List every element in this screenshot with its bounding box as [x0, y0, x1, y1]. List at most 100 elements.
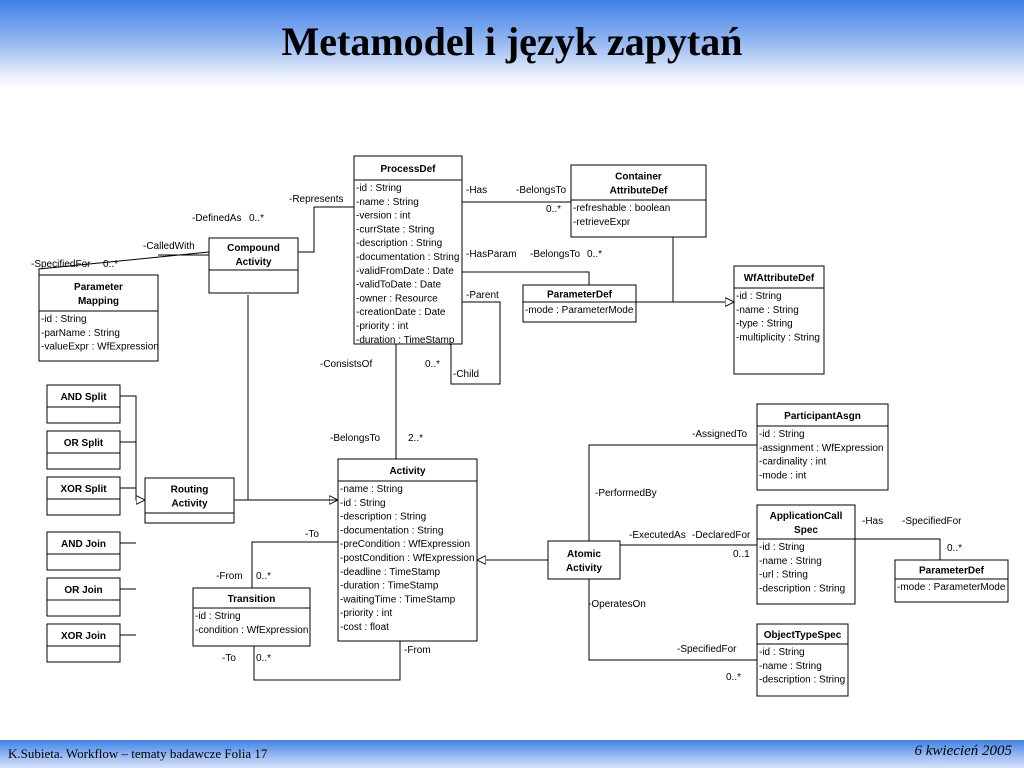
class-box [38, 274, 159, 362]
class-attribute: -mode : ParameterMode [897, 582, 1006, 593]
class-processdef: ProcessDef-id : String-name : String-ver… [353, 155, 463, 346]
class-name: Transition [228, 594, 276, 605]
class-attribute: -valueExpr : WfExpression [41, 342, 159, 353]
class-attribute: -id : String [759, 429, 805, 440]
class-name: Routing [171, 485, 209, 496]
association-edge [855, 538, 941, 560]
class-name: Activity [389, 466, 426, 477]
class-attribute: -postCondition : WfExpression [340, 553, 475, 564]
class-attribute: -name : String [759, 556, 822, 567]
class-attribute: -creationDate : Date [356, 307, 446, 318]
class-name: Activity [171, 499, 208, 510]
class-attribute: -description : String [759, 675, 845, 686]
association-label: 0..* [256, 571, 271, 582]
association-label: -HasParam [466, 249, 517, 260]
class-box [756, 504, 856, 605]
association-label: -OperatesOn [588, 599, 646, 610]
diagram-classes: ProcessDef-id : String-name : String-ver… [38, 155, 1009, 697]
class-attribute: -parName : String [41, 328, 120, 339]
association-label: -CalledWith [143, 241, 195, 252]
class-wfattributedef: WfAttributeDef -id : String -name : String… [733, 265, 825, 375]
association-label: -Represents [289, 194, 343, 205]
generalization-edge [298, 206, 354, 253]
class-name: Spec [794, 525, 818, 536]
class-attribute: -assignment : WfExpression [759, 443, 884, 454]
class-name: Container [615, 172, 662, 183]
association-label: 0..* [249, 213, 264, 224]
class-name: OR Join [64, 585, 102, 596]
association-label: -SpecifiedFor [677, 644, 737, 655]
association-label: 0..* [425, 359, 440, 370]
generalization-edge [247, 295, 338, 500]
association-label: -BelongsTo [330, 433, 380, 444]
class-attribute: -name : String [356, 197, 419, 208]
association-label: -To [305, 529, 319, 540]
class-box [46, 531, 121, 571]
association-label: 0..* [587, 249, 602, 260]
association-edge [253, 640, 401, 681]
class-name: WfAttributeDef [744, 273, 815, 284]
association-label: 0..* [546, 204, 561, 215]
class-attribute: -cost : float [340, 622, 389, 633]
class-box [46, 384, 121, 424]
class-name: Parameter [74, 282, 123, 293]
class-orsplit: OR Split [46, 430, 121, 470]
class-name: AttributeDef [610, 186, 668, 197]
class-box [208, 237, 299, 294]
class-name: Mapping [78, 296, 119, 307]
association-label: -DeclaredFor [692, 530, 751, 541]
class-attribute: -name : String [736, 305, 799, 316]
class-orjoin: OR Join [46, 577, 121, 617]
class-attribute: -owner : Resource [356, 293, 438, 304]
class-name: XOR Join [61, 631, 106, 642]
association-label: -ExecutedAs [629, 530, 686, 541]
class-transition: Transition-id : String-condition : WfExp… [192, 587, 311, 647]
class-name: XOR Split [60, 484, 107, 495]
class-attribute: -deadline : TimeStamp [340, 567, 440, 578]
association-label: 0..* [256, 653, 271, 664]
association-label: -AssignedTo [692, 429, 747, 440]
class-attribute: -id : String [41, 314, 87, 325]
class-box [337, 458, 478, 642]
class-name: Activity [235, 257, 272, 268]
slide-header: Metamodel i język zapytań [0, 0, 1024, 88]
association-label: -ConsistsOf [320, 359, 372, 370]
class-name: Compound [227, 243, 280, 254]
association-label: -Has [862, 516, 883, 527]
class-attribute: -priority : int [356, 321, 408, 332]
class-attribute: -id : String [356, 183, 402, 194]
class-box [547, 540, 621, 580]
class-attribute: -description : String [340, 512, 426, 523]
class-attribute: -refreshable : boolean [573, 203, 670, 214]
class-attribute: -validFromDate : Date [356, 266, 454, 277]
association-label: -BelongsTo [530, 249, 580, 260]
class-andjoin: AND Join [46, 531, 121, 571]
diagram-edges [38, 201, 941, 681]
class-attribute: -id : String [736, 291, 782, 302]
association-label: 0..* [947, 543, 962, 554]
association-edge [251, 541, 338, 588]
class-attribute: -priority : int [340, 608, 392, 619]
class-box [46, 623, 121, 663]
class-attribute: -documentation : String [340, 525, 443, 536]
slide-title: Metamodel i język zapytań [281, 19, 743, 64]
slide-footer: K.Subieta. Workflow – tematy badawcze Fo… [0, 740, 1024, 768]
class-attribute: -name : String [340, 484, 403, 495]
class-attribute: -id : String [759, 647, 805, 658]
class-name: AND Split [60, 392, 107, 403]
association-edge [588, 579, 757, 661]
class-box [46, 430, 121, 470]
class-xorjoin: XOR Join [46, 623, 121, 663]
class-box [522, 284, 637, 323]
class-attribute: -currState : String [356, 224, 434, 235]
class-attribute: -name : String [759, 661, 822, 672]
association-edge [588, 444, 757, 541]
class-box [144, 477, 235, 524]
association-label: -BelongsTo [516, 185, 566, 196]
class-name: ParameterDef [547, 290, 613, 301]
class-box [46, 476, 121, 516]
association-label: -PerformedBy [595, 488, 657, 499]
